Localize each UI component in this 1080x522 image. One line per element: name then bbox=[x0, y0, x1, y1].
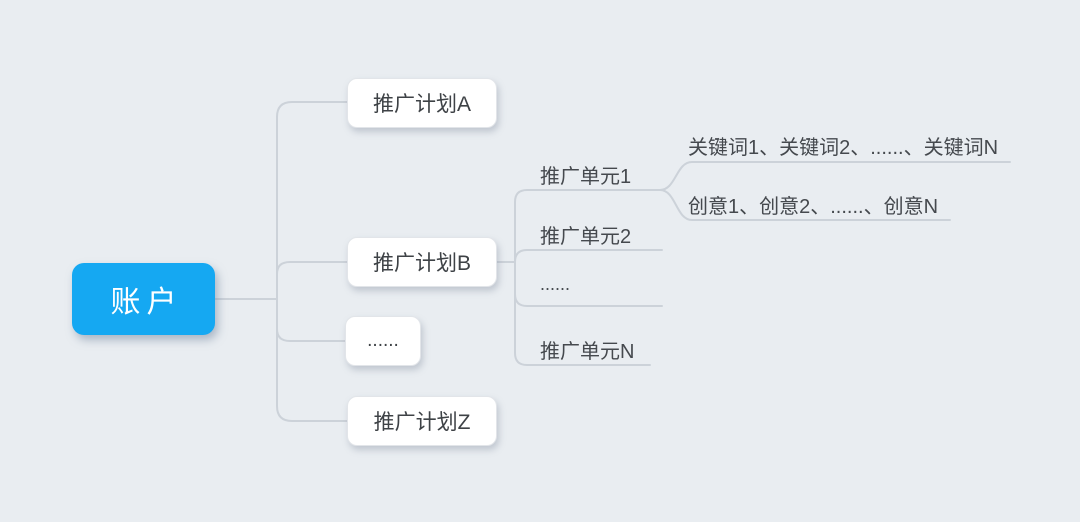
node-plan-a[interactable]: 推广计划A bbox=[347, 78, 497, 128]
node-plan-ellipsis[interactable]: ...... bbox=[345, 316, 421, 366]
node-unit-2[interactable]: 推广单元2 bbox=[540, 226, 632, 248]
node-creatives[interactable]: 创意1、创意2、......、创意N bbox=[688, 196, 939, 218]
node-plan-b[interactable]: 推广计划B bbox=[347, 237, 497, 287]
connector-keywords bbox=[659, 161, 1011, 191]
node-unit-1[interactable]: 推广单元1 bbox=[540, 166, 632, 188]
connector-plan-z bbox=[276, 298, 348, 422]
connector-plan-a bbox=[276, 101, 348, 300]
connector-plan-b bbox=[276, 261, 348, 300]
connector-unit-n bbox=[514, 261, 651, 366]
node-unit-n[interactable]: 推广单元N bbox=[540, 341, 635, 363]
node-keywords[interactable]: 关键词1、关键词2、......、关键词N bbox=[688, 137, 999, 159]
connector-creatives bbox=[659, 189, 951, 221]
node-plan-z[interactable]: 推广计划Z bbox=[347, 396, 497, 446]
node-account[interactable]: 账户 bbox=[72, 263, 215, 335]
connector-unit-2 bbox=[514, 249, 663, 263]
connector-unit-1 bbox=[514, 189, 661, 263]
connector-plan-ellipsis bbox=[276, 298, 348, 342]
node-unit-ellipsis[interactable]: ...... bbox=[540, 274, 571, 294]
connector-unit-ellipsis bbox=[514, 261, 663, 307]
